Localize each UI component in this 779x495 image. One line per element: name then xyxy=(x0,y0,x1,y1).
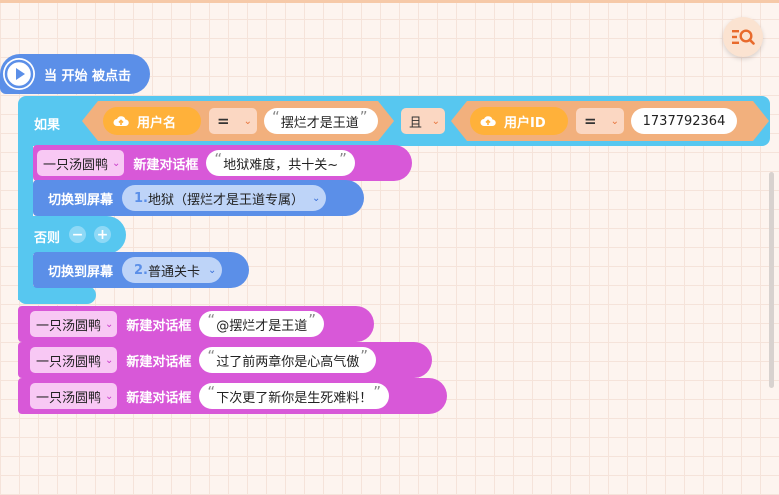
chevron-down-icon: ⌄ xyxy=(208,264,217,276)
say-block-3[interactable]: 一只汤圆鸭 ⌄ 新建对话框 “ 过了前两章你是心高气傲 ” xyxy=(18,342,432,378)
operator-dropdown-2[interactable]: = ⌄ xyxy=(576,108,624,134)
userid-value-input[interactable]: 1737792364 xyxy=(631,108,737,134)
userid-variable-label: 用户ID xyxy=(504,115,546,131)
dialog-text-input[interactable]: “ 地狱难度，共十关~ ” xyxy=(206,150,355,176)
userid-variable[interactable]: 用户ID xyxy=(470,107,568,135)
switch-screen-block-2[interactable]: 切换到屏幕 2. 普通关卡 ⌄ xyxy=(33,252,249,288)
say-label: 新建对话框 xyxy=(126,318,192,334)
if-label: 如果 xyxy=(34,118,61,133)
dialog-text: 过了前两章你是心高气傲 xyxy=(216,354,360,370)
chevron-down-icon: ⌄ xyxy=(243,115,252,127)
quote-close: ” xyxy=(360,347,368,365)
screen-number: 1. xyxy=(134,190,148,206)
say-label: 新建对话框 xyxy=(133,157,199,173)
else-label: 否则 xyxy=(34,231,61,246)
userid-value: 1737792364 xyxy=(642,113,726,129)
screen-dropdown[interactable]: 2. 普通关卡 ⌄ xyxy=(122,257,223,283)
add-else-if-button[interactable]: + xyxy=(94,226,111,243)
sprite-label: 一只汤圆鸭 xyxy=(36,390,102,406)
say-block-1[interactable]: 一只汤圆鸭 ⌄ 新建对话框 “ 地狱难度，共十关~ ” xyxy=(33,145,412,181)
chevron-down-icon: ⌄ xyxy=(610,115,619,127)
username-variable-label: 用户名 xyxy=(137,115,177,131)
operator-1-label: = xyxy=(217,112,230,130)
say-block-4[interactable]: 一只汤圆鸭 ⌄ 新建对话框 “ 下次更了新你是生死难料！ ” xyxy=(18,378,447,414)
screen-number: 2. xyxy=(134,262,148,278)
switch-screen-block-1[interactable]: 切换到屏幕 1. 地狱（摆烂才是王道专属） ⌄ xyxy=(33,180,364,216)
chevron-down-icon: ⌄ xyxy=(112,157,121,169)
sprite-label: 一只汤圆鸭 xyxy=(36,354,102,370)
vertical-scrollbar[interactable] xyxy=(769,172,774,388)
sprite-label: 一只汤圆鸭 xyxy=(43,157,109,173)
say-label: 新建对话框 xyxy=(126,390,192,406)
quote-close: ” xyxy=(373,383,381,401)
list-search-icon xyxy=(732,29,755,45)
chevron-down-icon: ⌄ xyxy=(105,354,114,366)
sprite-label: 一只汤圆鸭 xyxy=(36,318,102,334)
chevron-down-icon: ⌄ xyxy=(312,192,321,204)
dialog-text: 下次更了新你是生死难料！ xyxy=(216,390,373,406)
quote-open: “ xyxy=(207,347,216,365)
sprite-dropdown[interactable]: 一只汤圆鸭 ⌄ xyxy=(30,311,118,337)
dialog-text-input[interactable]: “ 过了前两章你是心高气傲 ” xyxy=(199,347,376,373)
when-start-clicked-block[interactable]: 当 开始 被点击 xyxy=(0,54,150,94)
remove-else-button[interactable]: − xyxy=(69,226,86,243)
quote-open: “ xyxy=(207,311,216,329)
quote-open: “ xyxy=(272,108,280,126)
cloud-upload-icon xyxy=(480,114,496,128)
screen-name: 地狱（摆烂才是王道专属） xyxy=(148,192,305,208)
top-accent-bar xyxy=(0,0,779,3)
quote-close: ” xyxy=(339,150,347,168)
play-icon xyxy=(3,58,35,90)
dialog-text-input[interactable]: “ @摆烂才是王道 ” xyxy=(199,311,324,337)
screen-name: 普通关卡 xyxy=(148,264,201,280)
username-variable[interactable]: 用户名 xyxy=(103,107,201,135)
dialog-text: @摆烂才是王道 xyxy=(216,318,308,334)
event-label: 当 开始 被点击 xyxy=(44,68,132,84)
operator-dropdown-1[interactable]: = ⌄ xyxy=(209,108,257,134)
cloud-upload-icon xyxy=(113,114,129,128)
quote-open: “ xyxy=(207,383,216,401)
and-dropdown[interactable]: 且 ⌄ xyxy=(401,108,445,134)
sprite-dropdown[interactable]: 一只汤圆鸭 ⌄ xyxy=(30,347,118,373)
dialog-text: 地狱难度，共十关~ xyxy=(223,157,339,173)
if-else-bottom xyxy=(18,286,96,304)
say-block-2[interactable]: 一只汤圆鸭 ⌄ 新建对话框 “ @摆烂才是王道 ” xyxy=(18,306,374,342)
username-value: 摆烂才是王道 xyxy=(280,115,359,131)
quote-close: ” xyxy=(359,108,368,126)
operator-2-label: = xyxy=(584,112,597,130)
block-search-button[interactable] xyxy=(723,17,763,57)
chevron-down-icon: ⌄ xyxy=(105,390,114,402)
switch-label: 切换到屏幕 xyxy=(48,192,114,208)
say-label: 新建对话框 xyxy=(126,354,192,370)
quote-close: ” xyxy=(308,311,316,329)
quote-open: “ xyxy=(214,150,223,168)
screen-dropdown[interactable]: 1. 地狱（摆烂才是王道专属） ⌄ xyxy=(122,185,327,211)
username-value-input[interactable]: “ 摆烂才是王道 ” xyxy=(264,108,378,134)
chevron-down-icon: ⌄ xyxy=(431,115,440,127)
and-label: 且 xyxy=(409,115,423,131)
dialog-text-input[interactable]: “ 下次更了新你是生死难料！ ” xyxy=(199,383,389,409)
sprite-dropdown[interactable]: 一只汤圆鸭 ⌄ xyxy=(30,383,118,409)
sprite-dropdown[interactable]: 一只汤圆鸭 ⌄ xyxy=(37,150,125,176)
plus-icon: + xyxy=(96,226,109,243)
switch-label: 切换到屏幕 xyxy=(48,264,114,280)
chevron-down-icon: ⌄ xyxy=(105,318,114,330)
minus-icon: − xyxy=(71,226,84,243)
